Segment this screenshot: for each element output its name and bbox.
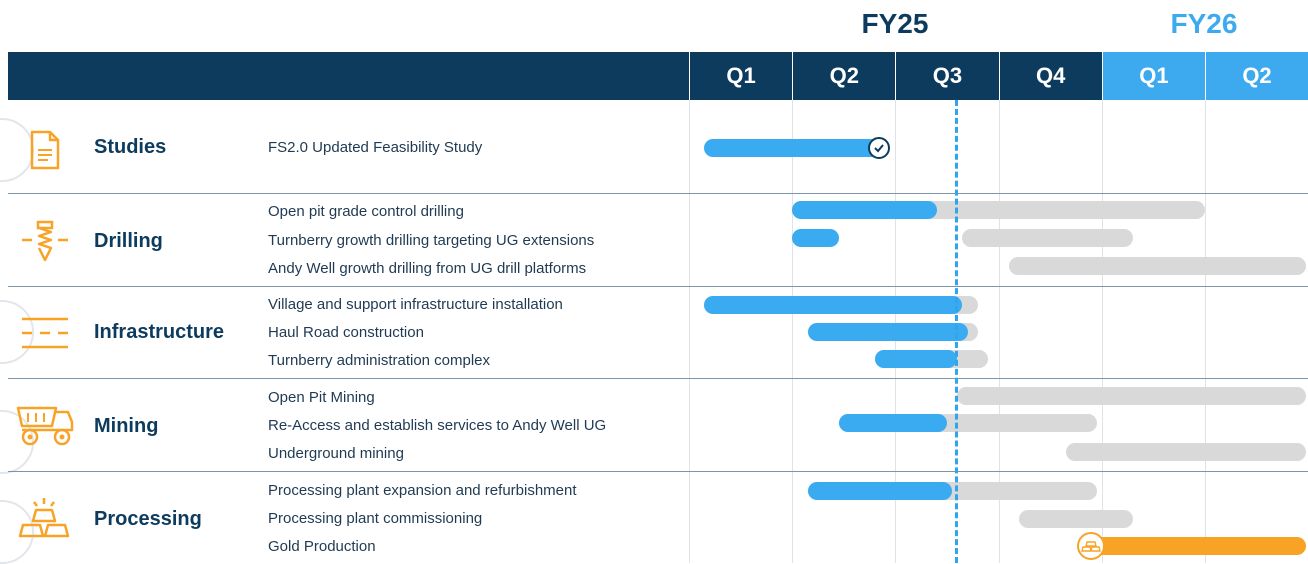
task-label: Underground mining: [268, 445, 404, 462]
category-drilling: Drilling: [94, 230, 163, 252]
task-label: Open Pit Mining: [268, 389, 375, 406]
timeline-header-bar: [8, 52, 1308, 100]
progress-bar: [838, 414, 947, 432]
row-separator: [8, 471, 1308, 472]
task-label: Re-Access and establish services to Andy…: [268, 417, 607, 434]
progress-bar: [807, 323, 968, 341]
row-separator: [8, 378, 1308, 379]
quarter-header-fy26-q1: Q1: [1101, 52, 1205, 100]
task-label: Turnberry growth drilling targeting UG e…: [268, 232, 595, 249]
fy26-label: FY26: [1170, 8, 1238, 39]
task-label: Village and support infrastructure insta…: [268, 296, 563, 313]
complete-check-icon: [867, 137, 890, 159]
row-separator: [8, 193, 1308, 194]
category-mining: Mining: [94, 415, 159, 437]
quarter-header-fy25-q1: Q1: [689, 52, 792, 100]
quarter-gridline: [998, 100, 1000, 563]
category-processing: Processing: [94, 508, 202, 530]
progress-bar: [807, 482, 953, 500]
quarter-gridline: [792, 100, 794, 563]
quarter-gridline: [1101, 100, 1103, 563]
current-date-marker: [955, 100, 959, 563]
progress-bar: [704, 139, 880, 157]
quarter-header-fy25-q4: Q4: [998, 52, 1102, 100]
category-infrastructure: Infrastructure: [94, 321, 225, 343]
drill-bit-icon: [22, 220, 68, 262]
row-separator: [8, 286, 1308, 287]
road-icon: [22, 317, 68, 349]
task-label: Gold Production: [268, 538, 376, 555]
quarter-header-fy25-q3: Q3: [895, 52, 998, 100]
task-label: Turnberry administration complex: [268, 352, 491, 369]
gold-bars-icon: [18, 498, 70, 538]
progress-bar: [792, 229, 839, 247]
gold-production-icon: [1077, 532, 1106, 560]
haul-truck-icon: [16, 406, 74, 446]
quarter-gridline: [1205, 100, 1206, 563]
planned-bar: [957, 387, 1306, 405]
progress-bar: [874, 350, 958, 368]
task-label: Processing plant expansion and refurbish…: [268, 482, 577, 499]
document-icon: [30, 130, 60, 170]
fy25-label: FY25: [861, 8, 929, 39]
quarter-header-fy25-q2: Q2: [792, 52, 895, 100]
planned-bar: [1019, 510, 1133, 528]
planned-bar: [1065, 443, 1306, 461]
progress-bar: [704, 296, 963, 314]
production-bar: [1091, 537, 1306, 555]
planned-bar: [1008, 257, 1306, 275]
category-studies: Studies: [94, 136, 167, 158]
task-label: Open pit grade control drilling: [268, 203, 464, 220]
progress-bar: [792, 201, 937, 219]
task-label: FS2.0 Updated Feasibility Study: [268, 139, 483, 156]
task-label: Haul Road construction: [268, 324, 424, 341]
quarter-header-fy26-q2: Q2: [1205, 52, 1308, 100]
planned-bar: [962, 229, 1133, 247]
task-label: Andy Well growth drilling from UG drill …: [268, 260, 587, 277]
quarter-gridline: [689, 100, 690, 563]
task-label: Processing plant commissioning: [268, 510, 483, 527]
